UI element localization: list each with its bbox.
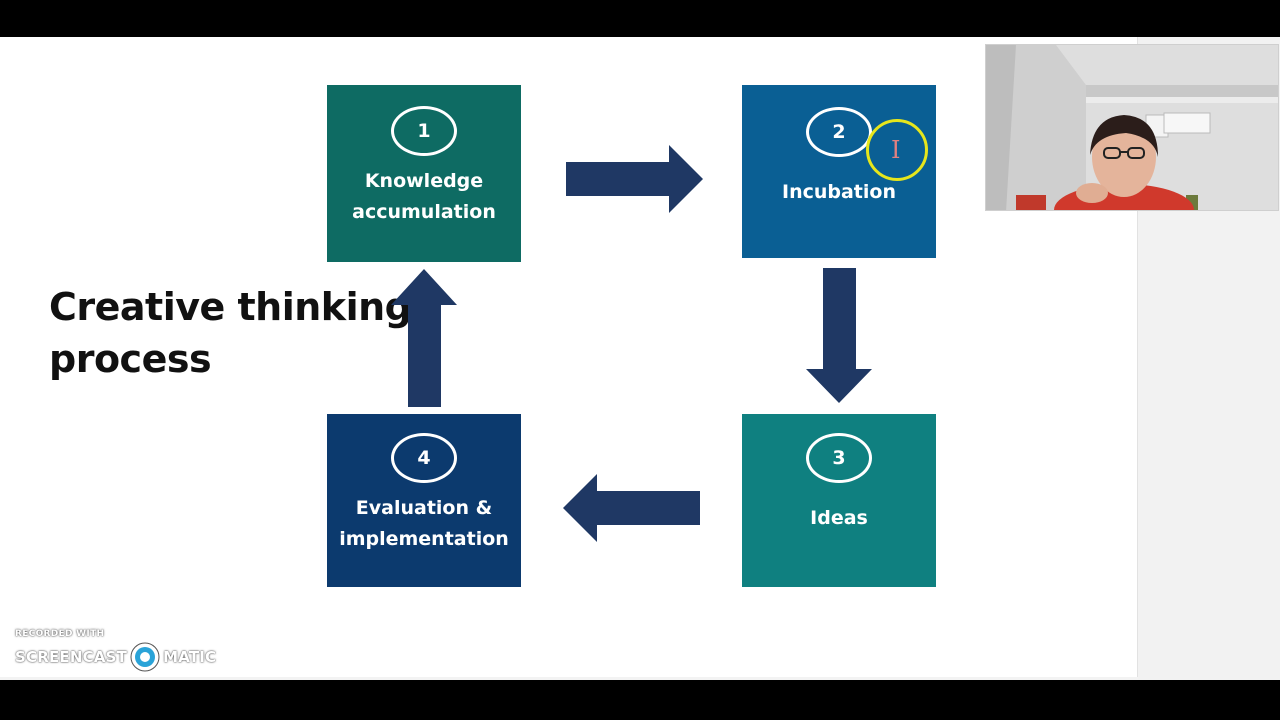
stage-1-label-line-2: accumulation [352, 201, 496, 223]
slide-title-line-2: process [49, 337, 212, 381]
slide-title: Creative thinking process [49, 281, 412, 385]
watermark-brand-right: MATIC [163, 648, 217, 666]
watermark-brand-left: SCREENCAST [15, 648, 128, 666]
slide: Creative thinking process 1 Knowledge ac… [0, 37, 1138, 677]
arrow-left [563, 474, 700, 542]
slide-title-line-1: Creative thinking [49, 285, 412, 329]
top-black-bar [0, 0, 1280, 37]
stage-4-label-line-2: implementation [339, 528, 509, 550]
bottom-black-bar [0, 680, 1280, 720]
stage-4-label-line-1: Evaluation & [355, 497, 493, 519]
stage-1-box: 1 Knowledge accumulation [327, 85, 521, 262]
stage-1-label-line-1: Knowledge [364, 170, 484, 192]
stage-1-number: 1 [391, 106, 457, 156]
screencast-watermark: RECORDED WITH SCREENCAST MATIC [15, 629, 216, 673]
stage-2-label: Incubation [782, 181, 896, 203]
stage-1-label: Knowledge accumulation [352, 166, 496, 228]
stage-3-number: 3 [806, 433, 872, 483]
arrow-down [806, 268, 872, 403]
cursor-highlight-ring [866, 119, 928, 181]
watermark-brand: SCREENCAST MATIC [15, 641, 216, 673]
stage-4-box: 4 Evaluation & implementation [327, 414, 521, 587]
webcam-presenter-image [986, 45, 1278, 210]
presentation-area: Creative thinking process 1 Knowledge ac… [0, 37, 1280, 680]
text-cursor-icon: I [891, 136, 901, 164]
screencast-logo-icon [130, 642, 160, 672]
arrow-right [566, 145, 703, 213]
cycle-arrows [391, 145, 872, 542]
stage-4-label: Evaluation & implementation [339, 493, 509, 555]
webcam-overlay [985, 44, 1279, 211]
stage-2-number: 2 [806, 107, 872, 157]
stage-3-box: 3 Ideas [742, 414, 936, 587]
stage-3-label: Ideas [810, 507, 868, 529]
watermark-recorded-with: RECORDED WITH [15, 629, 105, 639]
stage-4-number: 4 [391, 433, 457, 483]
arrow-up [391, 269, 457, 407]
